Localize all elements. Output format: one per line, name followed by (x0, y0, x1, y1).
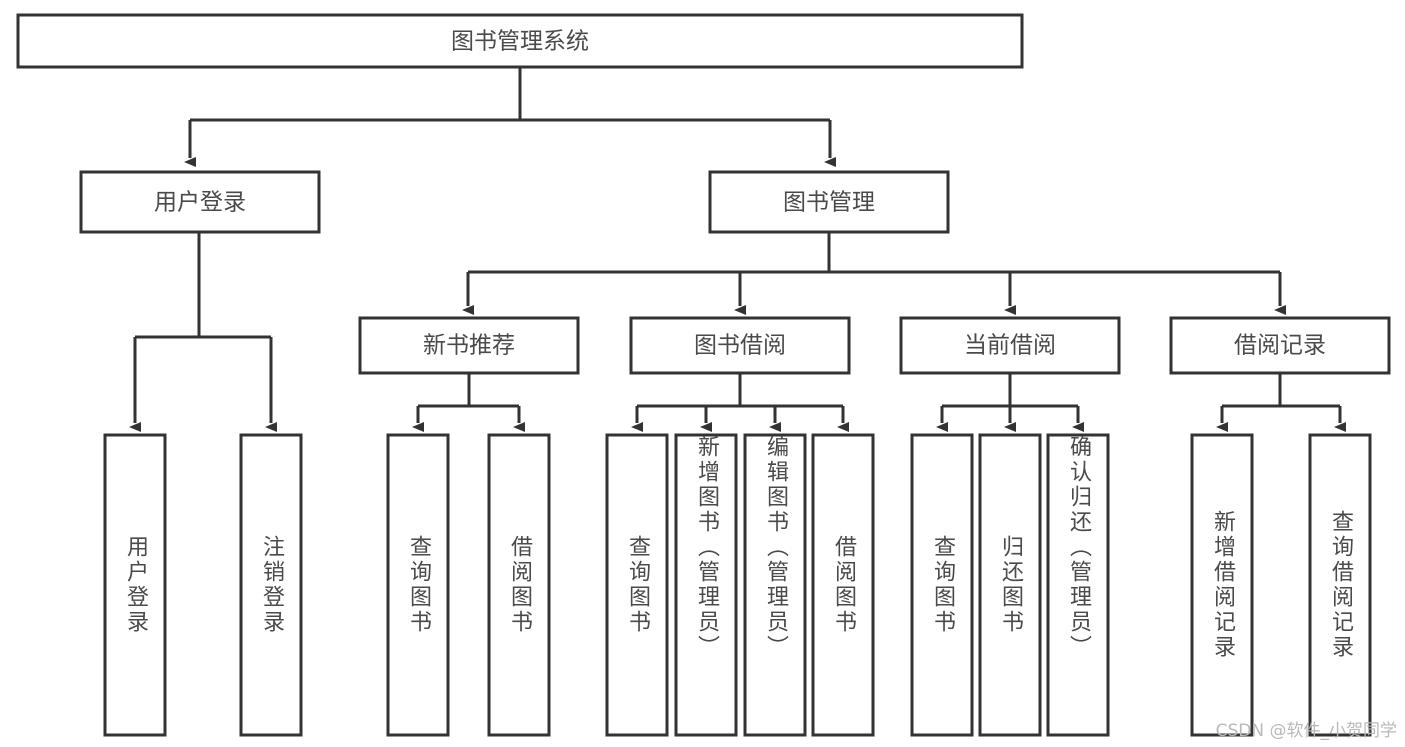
node-current-borrow-label: 当前借阅 (964, 333, 1056, 359)
node-new-book-label: 新书推荐 (423, 333, 515, 359)
leaf-box-borrow-record-2[interactable] (1308, 433, 1372, 737)
leaf-box-new-book-2[interactable] (487, 433, 551, 737)
leaf-box-current-borrow-2[interactable] (978, 433, 1042, 737)
node-root-label: 图书管理系统 (451, 29, 589, 55)
leaf-box-user-login-1[interactable] (103, 433, 167, 737)
node-borrow-record-box[interactable] (1169, 316, 1391, 375)
leaf-box-new-book-1[interactable] (386, 433, 450, 737)
node-borrow-record-label: 借阅记录 (1234, 333, 1326, 359)
node-new-book-box[interactable] (358, 316, 580, 375)
leaf-box-book-borrow-2[interactable] (674, 433, 738, 737)
node-book-manage-label: 图书管理 (783, 190, 875, 216)
leaf-box-current-borrow-3[interactable] (1046, 433, 1110, 737)
leaf-box-current-borrow-1[interactable] (910, 433, 974, 737)
node-book-borrow-box[interactable] (629, 316, 851, 375)
node-book-manage-box[interactable] (708, 170, 950, 234)
node-current-borrow-box[interactable] (899, 316, 1121, 375)
leaf-box-book-borrow-4[interactable] (811, 433, 875, 737)
node-root-box[interactable] (16, 13, 1024, 69)
node-user-login-label: 用户登录 (154, 190, 246, 216)
node-book-borrow-label: 图书借阅 (694, 333, 786, 359)
watermark-text: CSDN @软件_小贺同学 (1215, 721, 1397, 741)
leaf-box-user-login-2[interactable] (239, 433, 303, 737)
node-user-login-box[interactable] (79, 170, 321, 234)
leaf-box-book-borrow-1[interactable] (605, 433, 669, 737)
leaf-box-book-borrow-3[interactable] (743, 433, 807, 737)
leaf-box-borrow-record-1[interactable] (1190, 433, 1254, 737)
